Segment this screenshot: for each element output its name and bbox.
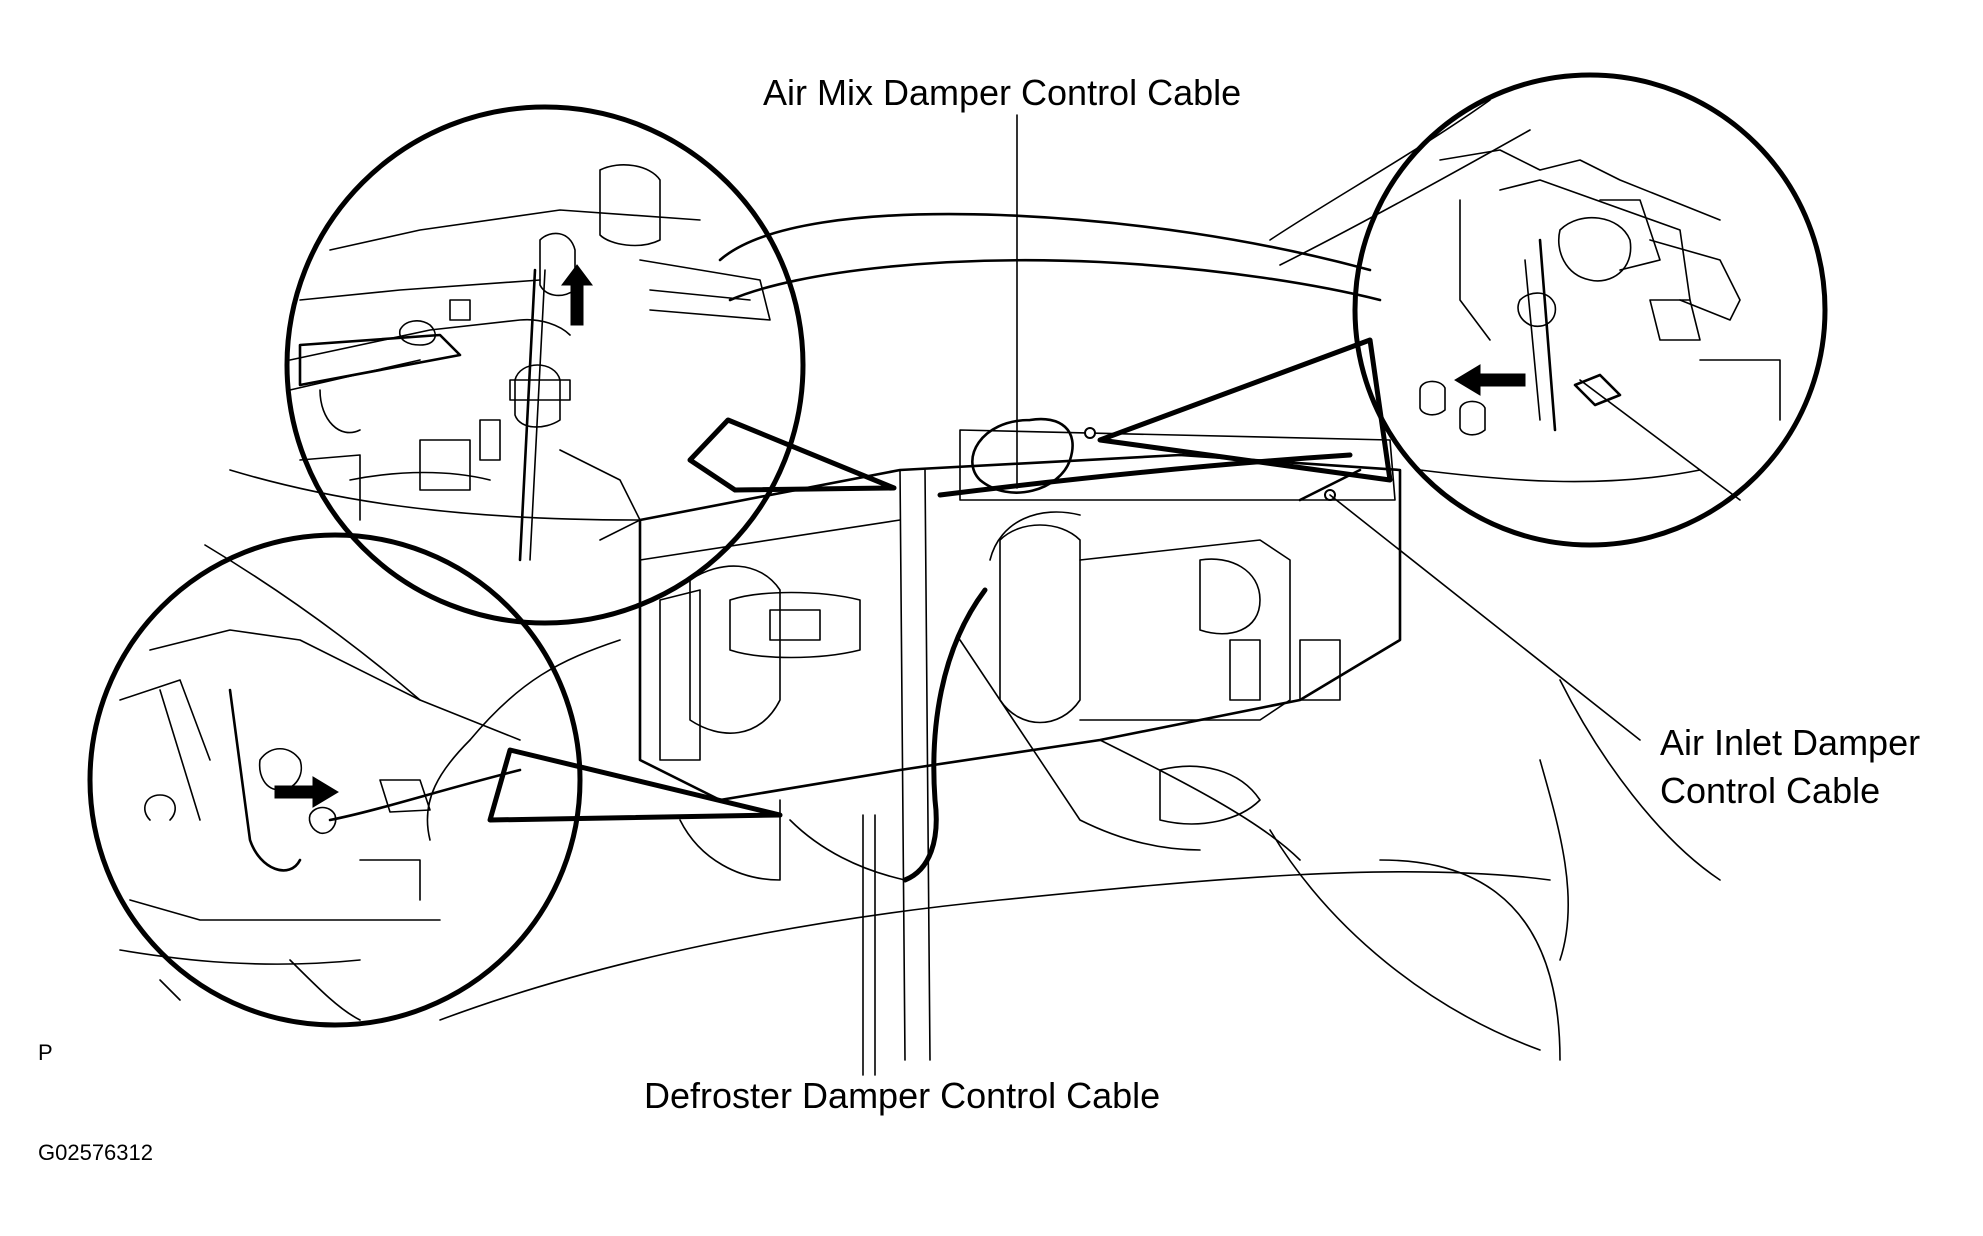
label-air-inlet-damper-line1: Air Inlet Damper [1660,722,1921,763]
label-air-mix-damper-control-cable: Air Mix Damper Control Cable [763,72,1242,113]
callout-detail-defroster [87,532,783,1028]
view-marker: P [38,1040,53,1065]
figure-id: G02576312 [38,1140,153,1165]
arrow-left-icon [1454,364,1526,396]
defroster-cable [789,587,988,883]
air-mix-cable [937,417,1353,498]
label-defroster-damper-control-cable: Defroster Damper Control Cable [644,1075,1161,1116]
callout-detail-air-inlet [1097,72,1828,548]
callout-detail-air-mix [284,104,897,626]
leader-lines [862,114,1641,1076]
dashboard-outline [204,99,1721,1061]
arrow-up-icon [561,264,593,326]
label-air-inlet-damper-line2: Control Cable [1660,770,1881,811]
heater-case [638,429,1402,1061]
arrow-right-icon [274,776,339,808]
